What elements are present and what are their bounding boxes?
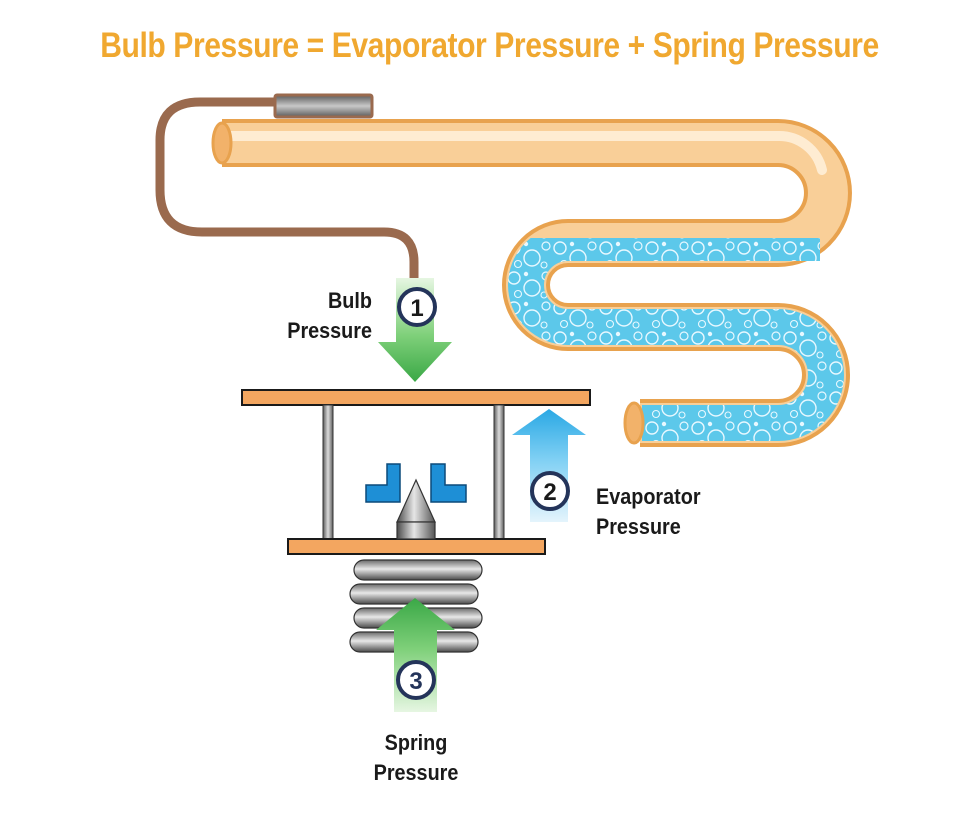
- bulb-pressure-label-line1: Bulb: [327, 288, 372, 313]
- needle-valve-icon: [396, 478, 436, 540]
- spring-plate: [287, 538, 546, 555]
- valve-port-left: [365, 463, 401, 503]
- evaporator-pressure-label: Evaporator Pressure: [596, 482, 701, 542]
- badge-2-number: 2: [543, 479, 556, 506]
- badge-1: 1: [397, 287, 437, 327]
- badge-2: 2: [530, 471, 570, 511]
- page-title: Bulb Pressure = Evaporator Pressure + Sp…: [100, 26, 879, 65]
- valve-port-right: [430, 463, 467, 503]
- push-rod-right: [493, 404, 505, 540]
- evaporator-pressure-label-line2: Pressure: [596, 514, 681, 539]
- badge-1-number: 1: [410, 295, 423, 322]
- bulb-pressure-label-line2: Pressure: [287, 318, 372, 343]
- evaporator-pressure-label-line1: Evaporator: [596, 484, 701, 509]
- capillary-tube: [155, 97, 419, 295]
- spring-pressure-label-line2: Pressure: [373, 760, 459, 785]
- tube-end-right: [623, 401, 645, 445]
- diaphragm-plate: [241, 389, 591, 406]
- badge-3-number: 3: [409, 668, 422, 695]
- badge-3: 3: [396, 660, 436, 700]
- liquid-refrigerant: [508, 238, 844, 441]
- spring-pressure-label-line1: Spring: [384, 730, 448, 755]
- spring-pressure-label: Spring Pressure: [362, 728, 470, 788]
- push-rod-left: [322, 404, 334, 540]
- bulb-icon: [273, 93, 374, 119]
- bulb-pressure-label: Bulb Pressure: [273, 286, 372, 346]
- tube-end-left: [211, 121, 233, 165]
